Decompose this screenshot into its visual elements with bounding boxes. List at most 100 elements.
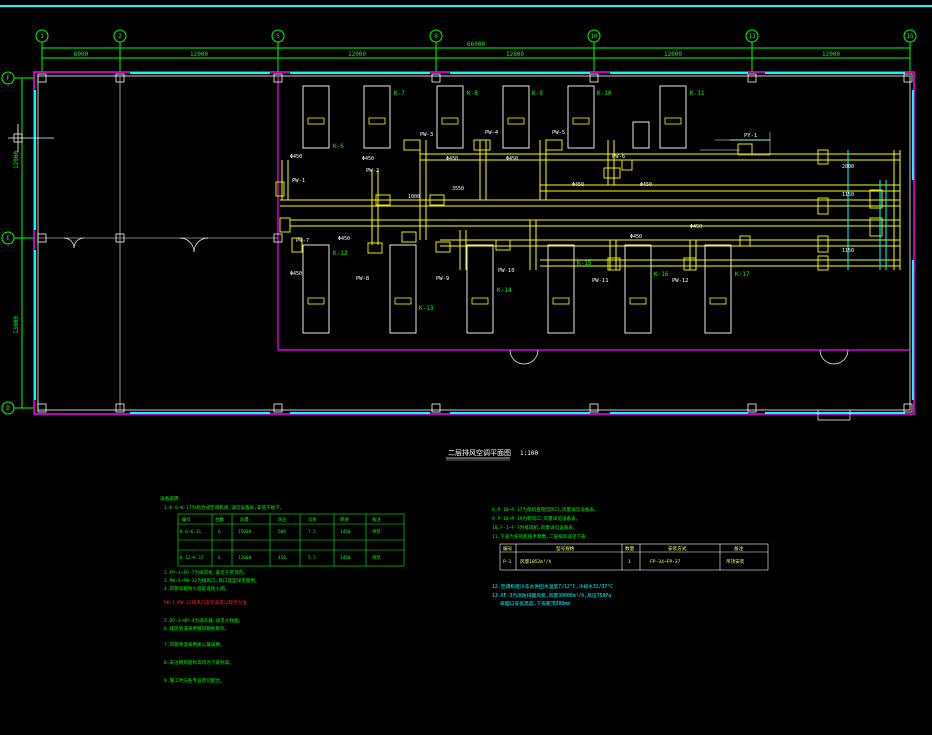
svg-text:6.排风管道采用镀锌钢板制作。: 6.排风管道采用镀锌钢板制作。 [164,625,229,632]
tl-cell: 500 [278,529,286,535]
dim-4: 12000 [506,51,524,58]
svg-text:11.下表为排风机技术参数,二层排风详见下表:: 11.下表为排风机技术参数,二层排风详见下表: [492,533,589,540]
dim-2: 12000 [190,51,208,58]
size-label: 2000 [842,164,854,170]
size-label: 1000 [408,194,420,200]
svg-text:10.F-1~F-7为排风机,风量详见设备表。: 10.F-1~F-7为排风机,风量详见设备表。 [492,524,578,531]
unit-label-k6: K-6 [333,143,344,150]
drawing-scale: 1:100 [520,450,538,457]
tr-header: 编号 [503,545,513,552]
axis-label-8: 8 [434,33,438,40]
size-label: Φ450 [338,236,350,242]
tl-cell: 5.5 [308,555,316,561]
axis-label-2: 2 [118,33,122,40]
dim-1: 6000 [74,51,89,58]
unit-label-k13: K-13 [419,305,434,312]
unit-label-k10: K-10 [597,90,612,97]
tag-pw11: PW-11 [592,278,609,284]
svg-text:4.风管穿越防火墙处设防火阀。: 4.风管穿越防火墙处设防火阀。 [164,585,229,592]
size-label: 3550 [452,186,464,192]
size-label: Φ450 [640,182,652,188]
size-label: Φ450 [630,234,642,240]
tl-cell: 1450 [340,555,351,561]
axis-label-E: E [6,235,10,242]
notes-left: 设备说明: 1.K-6~K-17为组合式空调机组,详见设备表,安装于板下。 2.… [160,495,284,684]
dim-left-1: 12000 [13,151,20,169]
tag-pw9: PW-9 [436,276,449,282]
tl-cell: K-12~K-17 [180,555,204,561]
drawing-title: 二层排风空调平面图 [448,448,511,457]
tl-header: 功率 [308,516,317,523]
tag-pw12: PW-12 [672,278,689,284]
svg-text:7.风管保温采用离心玻璃棉。: 7.风管保温采用离心玻璃棉。 [164,641,225,648]
tl-cell: 1450 [340,529,351,535]
size-label: Φ450 [290,154,302,160]
tl-header: 风压 [278,517,287,523]
table-left [177,513,405,567]
tag-pw10: PW-10 [498,268,515,274]
tl-header: 转速 [340,516,349,523]
size-label: 1150 [842,192,854,198]
unit-label-k11: K-11 [690,90,705,97]
tr-cell: P-1 [503,559,512,565]
tl-cell: 12000 [238,555,252,561]
svg-text:8.P-10~P-17为风机盘管回风口,风量详见设备表。: 8.P-10~P-17为风机盘管回风口,风量详见设备表。 [492,506,599,513]
tr-cell: FP-34~FP-37 [650,559,681,565]
axis-label-D: D [6,405,10,412]
svg-text:5.DP-1~DP-4为消声器,详见大样图。: 5.DP-1~DP-4为消声器,详见大样图。 [164,617,243,624]
size-label: Φ450 [290,271,302,277]
grid-axes [1,29,917,415]
svg-text:8.未注明风管标高均为下皮标高。: 8.未注明风管标高均为下皮标高。 [164,659,234,666]
tl-cell: 6 [218,529,221,535]
tl-cell: 吊装 [372,528,381,535]
size-label: Φ450 [362,156,374,162]
total-dimension: 66000 [467,41,485,48]
notes-right-cyan: 12.空调机组冷冻水供回水温度7/12°C,冷却水32/37°C 13.XF-3… [492,583,613,607]
unit-label-k9: K-9 [532,90,543,97]
tag-pw6: PW-6 [612,154,625,160]
unit-label-k14: K-14 [497,287,512,294]
outer-walls [33,71,915,415]
doors [63,237,851,421]
tl-cell: 6 [218,555,221,561]
svg-text:3.PW-1~PW-12为排风口,风口选型详见图例。: 3.PW-1~PW-12为排风口,风口选型详见图例。 [164,577,260,584]
tag-pw5: PW-5 [552,130,565,136]
svg-text:2.FP-1~FP-7为排风机,安装于吊顶内。: 2.FP-1~FP-7为排风机,安装于吊顶内。 [164,569,248,576]
tr-cell: 吊顶安装 [726,558,745,565]
size-label: Φ450 [446,156,458,162]
tl-header: 编号 [182,516,191,523]
axis-label-13: 13 [748,33,756,40]
tl-cell: 吊装 [372,554,381,561]
tag-py1: PY-1 [744,133,757,139]
tl-cell: 450 [278,555,286,561]
size-label: 1150 [842,248,854,254]
tag-pw1: PW-1 [292,178,305,184]
notes-right: 8.P-10~P-17为风机盘管回风口,风量详见设备表。 9.P-18~P-19… [492,506,599,540]
tl-cell: K-6~K-11 [180,529,202,535]
tag-pw8: PW-8 [356,276,369,282]
table-right [499,543,769,571]
size-label: Φ450 [506,156,518,162]
axis-label-15: 15 [906,33,914,40]
svg-text:排烟口安装高度,下皮距顶300mm: 排烟口安装高度,下皮距顶300mm [500,600,570,607]
unit-label-k12: K-12 [333,250,348,257]
svg-text:12.空调机组冷冻水供回水温度7/12°C,冷却水32/37: 12.空调机组冷冻水供回水温度7/12°C,冷却水32/37°C [492,583,613,590]
unit-label-k8: K-8 [467,90,478,97]
svg-text:1.K-6~K-17为组合式空调机组,详见设备表,安装于板下: 1.K-6~K-17为组合式空调机组,详见设备表,安装于板下。 [164,504,284,511]
dim-5: 12000 [664,51,682,58]
dim-3: 12000 [348,51,366,58]
notes-left-red: PW-1~PW-12排风口安装高度以现场为准 [164,599,247,606]
svg-text:13.XF-3为消防排烟风机,风量30000m³/h,风压7: 13.XF-3为消防排烟风机,风量30000m³/h,风压750Pa [492,592,611,599]
tr-header: 数量 [625,545,635,552]
axis-label-F: F [6,75,10,82]
tl-header: 台数 [215,516,224,523]
tl-cell: 7.5 [308,529,316,535]
tag-pw3: PW-3 [420,132,433,138]
tag-pw7: PW-7 [296,238,309,244]
tag-pw2: PW-2 [366,168,379,174]
axis-label-10: 10 [590,33,598,40]
tr-header: 安装方式 [668,545,687,552]
tl-header: 风量 [240,516,249,523]
svg-text:9.施工时与各专业密切配合。: 9.施工时与各专业密切配合。 [164,677,225,684]
